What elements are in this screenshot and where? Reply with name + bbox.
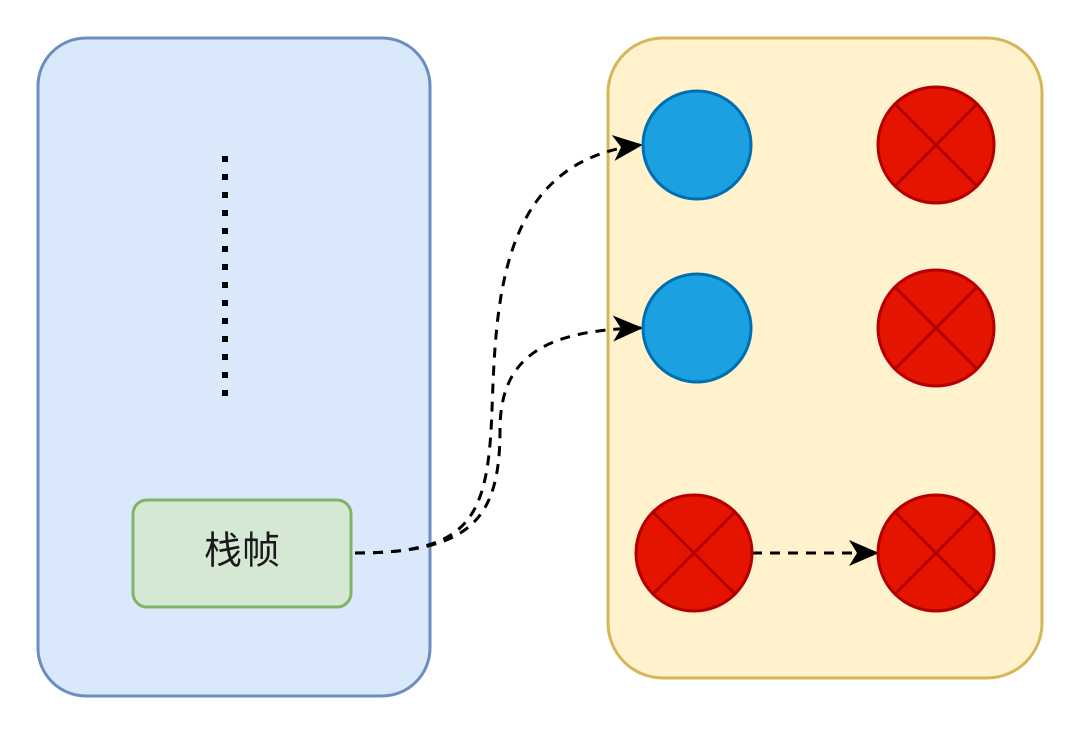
cross-icon-stroke xyxy=(893,510,979,596)
heap-object-reachable-1 xyxy=(641,89,753,201)
heap-object-garbage-4 xyxy=(876,493,996,613)
cross-icon-stroke xyxy=(651,510,737,596)
stack-frame-box xyxy=(131,498,353,609)
heap-object-reachable-2 xyxy=(641,272,753,384)
stack-frame[interactable]: 栈帧 xyxy=(131,498,353,609)
reference-arrow-frame-to-object-1 xyxy=(354,135,643,555)
cross-icon-stroke xyxy=(893,102,979,188)
reference-arrow-frame-to-object-2 xyxy=(354,315,643,555)
reachable-object-circle xyxy=(641,89,753,201)
cross-icon-stroke xyxy=(893,285,979,371)
heap-object-garbage-2 xyxy=(876,268,996,388)
heap-object-garbage-1 xyxy=(876,85,996,205)
stack-frame-label: 栈帧 xyxy=(204,529,280,573)
reachable-object-circle xyxy=(641,272,753,384)
heap-object-garbage-3 xyxy=(634,493,754,613)
